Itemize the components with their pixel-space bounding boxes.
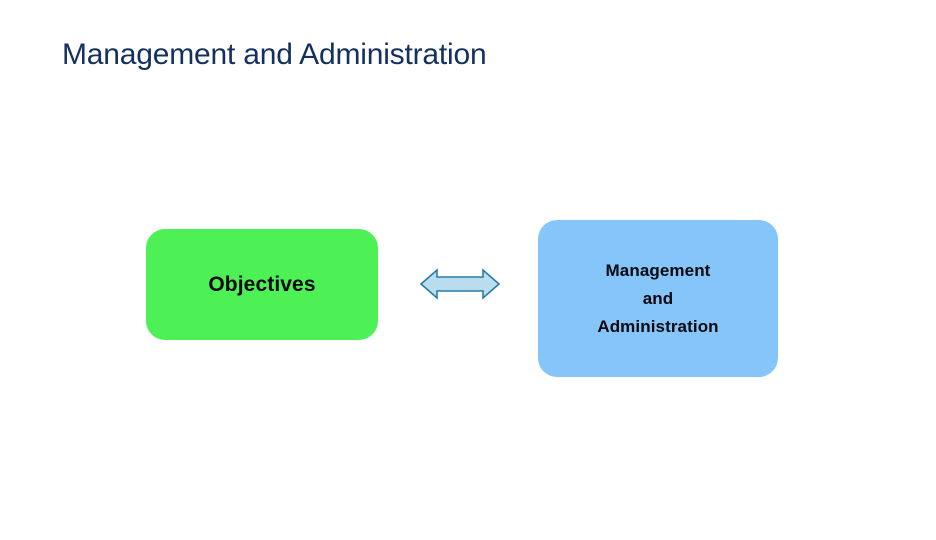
objectives-shape[interactable]: Objectives — [146, 229, 378, 340]
management-shape[interactable]: Management and Administration — [538, 220, 778, 377]
management-line-2: and — [642, 288, 674, 308]
management-shape-label: Management and Administration — [587, 257, 728, 341]
management-line-3: Administration — [597, 316, 719, 336]
management-line-1: Management — [605, 260, 711, 280]
objectives-shape-label: Objectives — [208, 272, 316, 296]
page-title: Management and Administration — [62, 38, 487, 71]
double-headed-arrow-icon — [417, 264, 503, 304]
